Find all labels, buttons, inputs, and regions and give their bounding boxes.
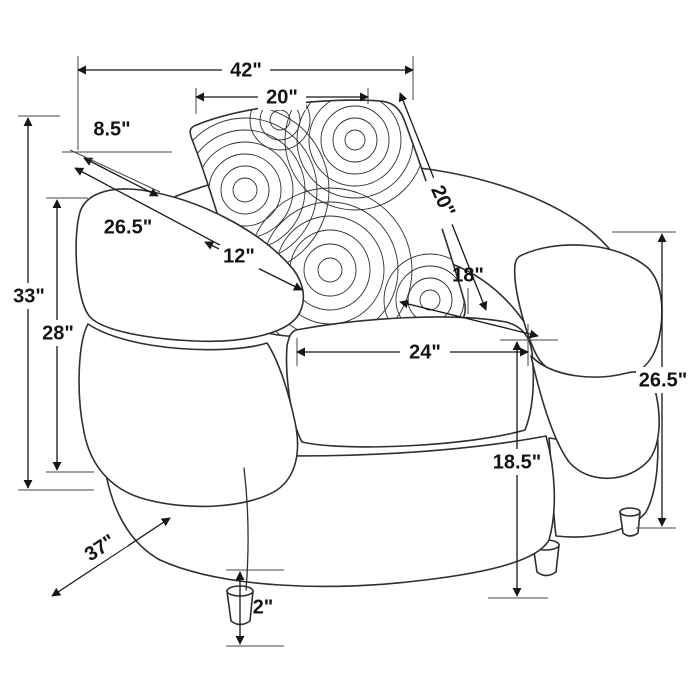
chair-foot-front-right xyxy=(532,544,560,577)
dimension-leg-height: 2" xyxy=(226,569,284,647)
dimension-floor-to-seat-back: 18.5" xyxy=(487,339,558,599)
seat-depth-label: 18" xyxy=(452,264,484,286)
leg-height-label: 2" xyxy=(253,596,274,618)
chair-outline xyxy=(75,99,663,626)
pillow-width-label: 20" xyxy=(266,86,298,108)
dimension-armrest-width: 12" xyxy=(204,241,303,291)
dimension-overall-width: 42" xyxy=(77,56,414,150)
chair-front-corner-seam xyxy=(243,467,249,591)
seat-width-label: 24" xyxy=(409,341,441,363)
chair-foot-rear-right xyxy=(619,511,641,537)
chair-seat-cushion xyxy=(285,316,535,448)
dimension-seat-width: 24" xyxy=(296,324,529,366)
dimension-back-outer-height: 26.5" xyxy=(612,231,690,529)
arm-front-height-label: 28" xyxy=(42,322,74,344)
dimension-pillow-width: 20" xyxy=(195,84,369,114)
arm-diagonal-label: 26.5" xyxy=(104,216,152,238)
armrest-width-label: 12" xyxy=(223,245,255,267)
dimension-overall-depth: 37" xyxy=(51,517,171,597)
overall-height-label: 33" xyxy=(13,285,45,307)
dimension-seat-depth: 18" xyxy=(399,264,539,339)
arm-top-depth-label: 8.5" xyxy=(93,118,130,140)
floor-to-seat-back-label: 18.5" xyxy=(493,451,541,473)
dimension-overall-height: 33" xyxy=(9,115,94,491)
chair-right-arm-lower xyxy=(530,355,660,480)
dimension-arm-front-height: 28" xyxy=(38,197,94,473)
chair-left-arm-lower xyxy=(78,323,299,508)
back-outer-height-label: 26.5" xyxy=(639,369,687,391)
overall-width-label: 42" xyxy=(230,59,262,81)
